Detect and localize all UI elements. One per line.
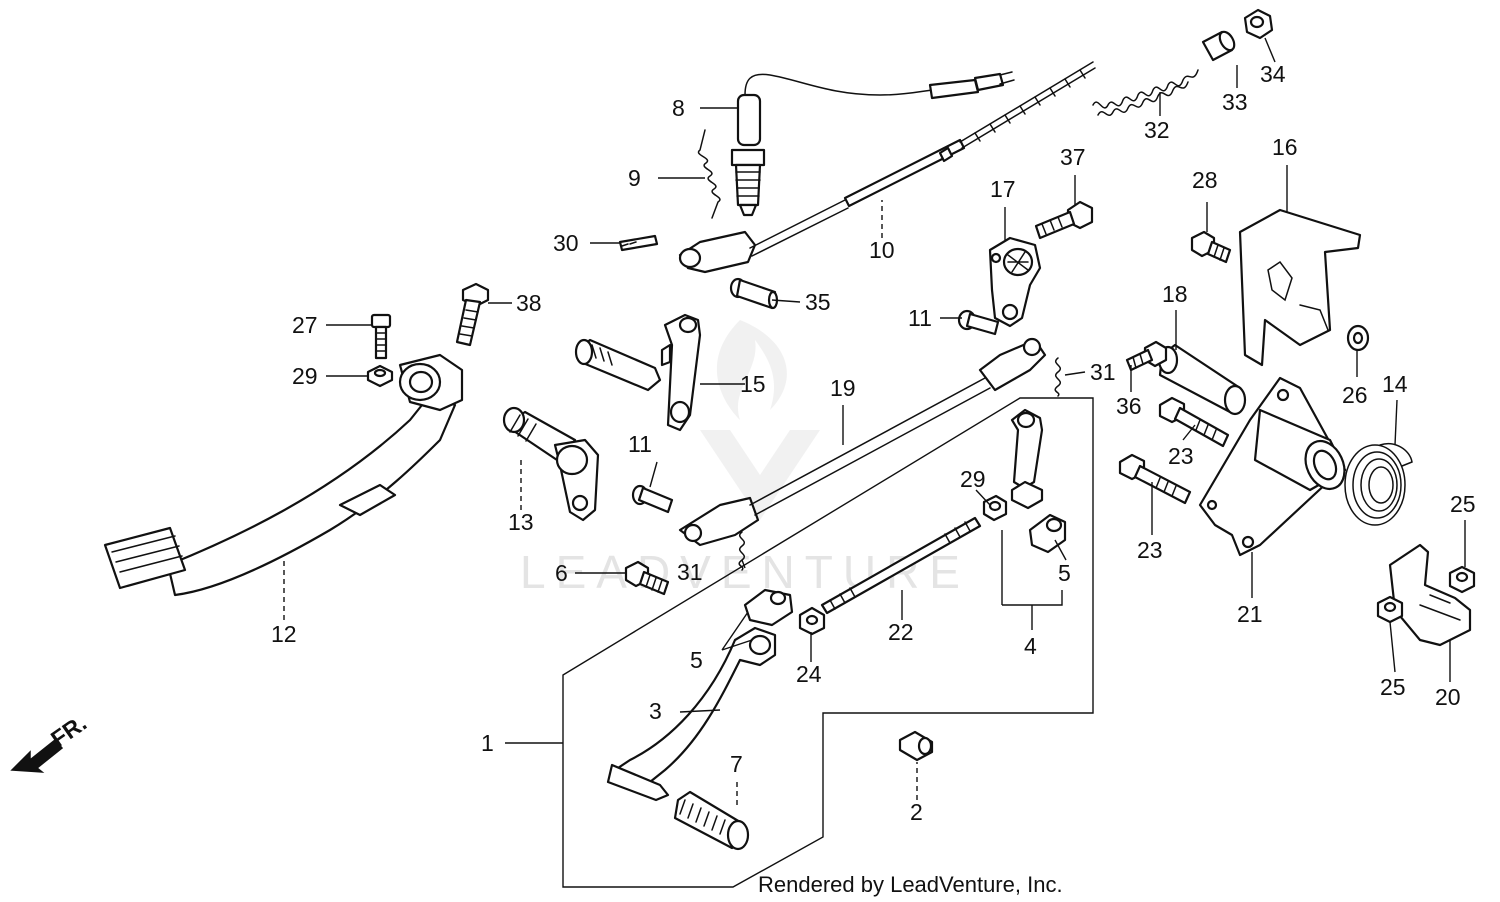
brake-rod-part bbox=[678, 61, 1096, 274]
callout-11-upper: 11 bbox=[908, 305, 932, 331]
callout-22: 22 bbox=[888, 619, 914, 645]
callout-38: 38 bbox=[516, 290, 542, 316]
callout-3: 3 bbox=[649, 698, 662, 724]
clip-31-upper-part bbox=[1054, 357, 1061, 397]
bolt-23-upper-part bbox=[1158, 396, 1230, 448]
clip-31-lower-part bbox=[738, 531, 745, 571]
callout-28: 28 bbox=[1192, 167, 1218, 193]
nut-24-part bbox=[798, 606, 826, 636]
callouts: 8 9 30 10 35 32 33 34 37 17 11 15 13 11 … bbox=[271, 61, 1476, 825]
spring-9-part bbox=[697, 129, 721, 219]
bolt-38-part bbox=[455, 282, 490, 347]
collar-2-part bbox=[898, 730, 934, 762]
callout-7: 7 bbox=[730, 751, 743, 777]
callout-5-left: 5 bbox=[690, 647, 703, 673]
callout-12: 12 bbox=[271, 621, 297, 647]
arm-17-part bbox=[988, 236, 1042, 328]
callout-13: 13 bbox=[508, 509, 534, 535]
callout-19: 19 bbox=[830, 375, 856, 401]
bolt-28-part bbox=[1190, 230, 1232, 264]
callout-35: 35 bbox=[805, 289, 831, 315]
callout-33: 33 bbox=[1222, 89, 1248, 115]
link-4-part bbox=[1010, 408, 1044, 510]
bolt-11-upper-part bbox=[957, 309, 1000, 336]
front-direction-arrow: FR. bbox=[10, 710, 91, 773]
collar-33-part bbox=[1201, 30, 1236, 62]
callout-18: 18 bbox=[1162, 281, 1188, 307]
nut-34-part bbox=[1243, 8, 1274, 40]
brake-pedal-part bbox=[103, 353, 464, 597]
bolt-23-lower-part bbox=[1118, 453, 1192, 505]
watermark-logo bbox=[700, 320, 820, 520]
nut-29-part bbox=[366, 364, 394, 388]
shift-arm-3-part bbox=[606, 626, 777, 802]
joint-5-right-part bbox=[1028, 513, 1067, 554]
leader-lines bbox=[283, 37, 1466, 808]
callout-31-lower: 31 bbox=[677, 559, 703, 585]
nut-25-lower-part bbox=[1376, 595, 1404, 624]
callout-29-lower: 29 bbox=[960, 466, 986, 492]
callout-15: 15 bbox=[740, 371, 766, 397]
callout-30: 30 bbox=[553, 230, 579, 256]
footer-credit: Rendered by LeadVenture, Inc. bbox=[758, 872, 1063, 897]
bolt-27-part bbox=[370, 313, 392, 360]
bolt-35-part bbox=[729, 277, 779, 310]
bolt-11-lower-part bbox=[631, 484, 674, 514]
threaded-rod-22-part bbox=[820, 516, 982, 615]
brake-switch-part bbox=[730, 71, 1015, 217]
callout-5-right: 5 bbox=[1058, 560, 1071, 586]
shaft-13-part bbox=[502, 406, 600, 522]
callout-16: 16 bbox=[1272, 134, 1298, 160]
callout-34: 34 bbox=[1260, 61, 1286, 87]
callout-1: 1 bbox=[481, 730, 494, 756]
callout-14: 14 bbox=[1382, 371, 1408, 397]
bolt-36-part bbox=[1125, 340, 1168, 372]
nut-29-lower-part bbox=[982, 494, 1008, 522]
rod-19-part bbox=[678, 337, 1047, 547]
callout-25-lower: 25 bbox=[1380, 674, 1406, 700]
callout-8: 8 bbox=[672, 95, 685, 121]
callout-10: 10 bbox=[869, 237, 895, 263]
callout-11-lower: 11 bbox=[628, 431, 652, 457]
callout-29-upper: 29 bbox=[292, 363, 318, 389]
callout-4: 4 bbox=[1024, 633, 1037, 659]
callout-31-upper: 31 bbox=[1090, 359, 1116, 385]
callout-17: 17 bbox=[990, 176, 1016, 202]
shaft-arm-15-part bbox=[574, 313, 702, 432]
callout-21: 21 bbox=[1237, 601, 1263, 627]
bolt-6-part bbox=[624, 560, 670, 596]
cover-16-part bbox=[1238, 208, 1362, 367]
callout-37: 37 bbox=[1060, 144, 1086, 170]
assembly-1-bracket bbox=[562, 397, 1094, 888]
callout-9: 9 bbox=[628, 165, 641, 191]
callout-23-lower: 23 bbox=[1137, 537, 1163, 563]
bolt-37-part bbox=[1034, 200, 1094, 240]
washer-26-part bbox=[1346, 324, 1370, 352]
torsion-spring-14-part bbox=[1344, 443, 1413, 526]
callout-36: 36 bbox=[1116, 393, 1142, 419]
bracket-21-part bbox=[1198, 376, 1347, 557]
callout-23-upper: 23 bbox=[1168, 443, 1194, 469]
bracket-20-part bbox=[1388, 543, 1472, 647]
callout-6: 6 bbox=[555, 560, 568, 586]
callout-24: 24 bbox=[796, 661, 822, 687]
joint-5-left-part bbox=[743, 588, 794, 627]
spring-32-part bbox=[1092, 69, 1199, 117]
callout-2: 2 bbox=[910, 799, 923, 825]
callout-20: 20 bbox=[1435, 684, 1461, 710]
pin-30-part bbox=[618, 234, 659, 252]
footpeg-rubber-7-part bbox=[673, 790, 750, 851]
nut-25-upper-part bbox=[1448, 565, 1476, 594]
callout-26: 26 bbox=[1342, 382, 1368, 408]
callout-27: 27 bbox=[292, 312, 318, 338]
callout-25-upper: 25 bbox=[1450, 491, 1476, 517]
callout-32: 32 bbox=[1144, 117, 1170, 143]
